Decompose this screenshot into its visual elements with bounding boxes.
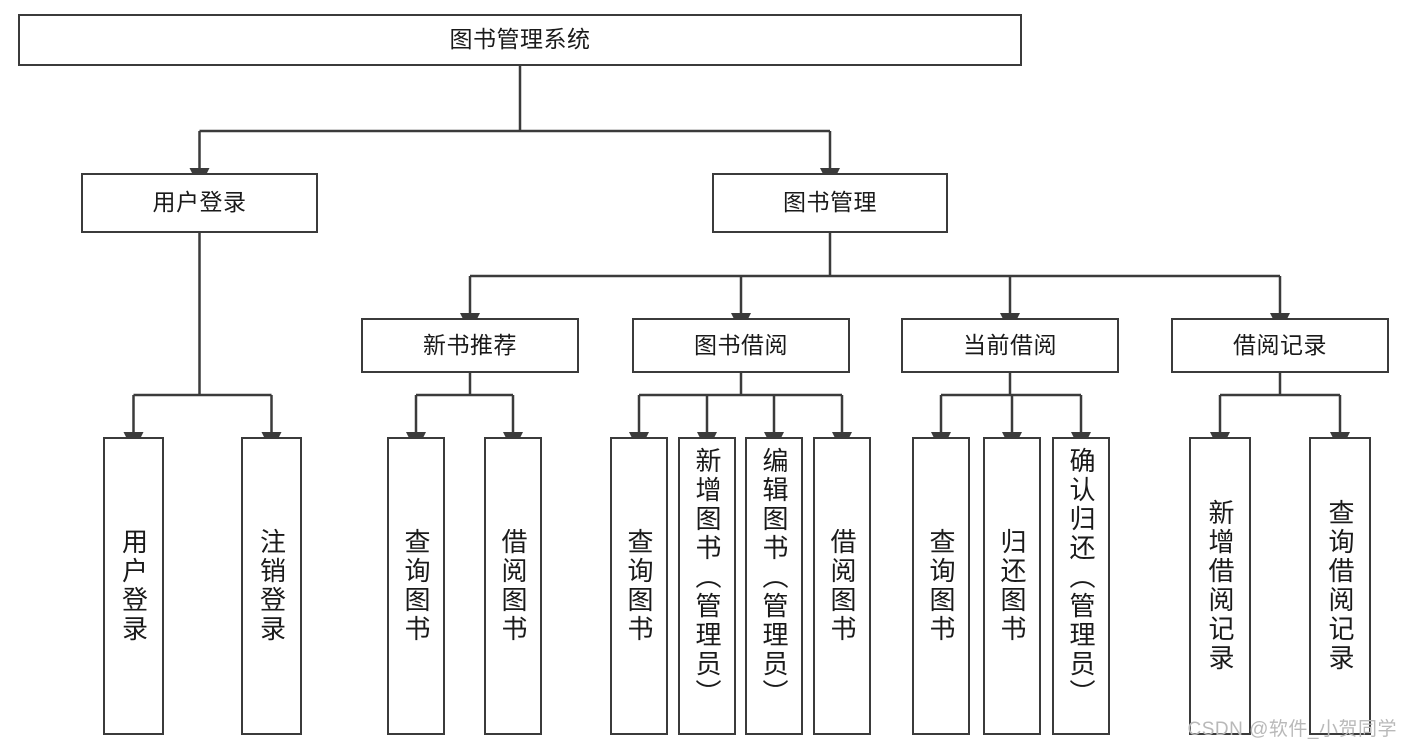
node-label: 用户登录 <box>152 189 247 216</box>
node-leaf-query-book-2[interactable]: 查询图书 <box>610 437 668 735</box>
node-label: 图书管理系统 <box>449 26 591 53</box>
node-label: 图书借阅 <box>694 331 788 358</box>
node-label: 查询图书 <box>401 528 431 644</box>
node-leaf-query-borrow-record[interactable]: 查询借阅记录 <box>1309 437 1371 735</box>
node-leaf-logout[interactable]: 注销登录 <box>241 437 302 735</box>
node-label: 查询图书 <box>624 528 654 644</box>
node-leaf-borrow-book-1[interactable]: 借阅图书 <box>484 437 542 735</box>
node-label: 新增图书（管理员） <box>692 447 722 708</box>
node-label: 图书管理 <box>783 189 877 216</box>
node-leaf-add-book-admin[interactable]: 新增图书（管理员） <box>678 437 736 735</box>
node-leaf-confirm-return-admin[interactable]: 确认归还（管理员） <box>1052 437 1110 735</box>
watermark: CSDN @软件_小贺同学 <box>1187 719 1397 740</box>
node-label: 新书推荐 <box>423 331 517 358</box>
node-leaf-query-book-1[interactable]: 查询图书 <box>387 437 445 735</box>
node-book-borrow[interactable]: 图书借阅 <box>632 318 850 373</box>
node-leaf-edit-book-admin[interactable]: 编辑图书（管理员） <box>745 437 803 735</box>
node-borrow-record[interactable]: 借阅记录 <box>1171 318 1389 373</box>
node-label: 新增借阅记录 <box>1205 499 1235 673</box>
node-user-login[interactable]: 用户登录 <box>81 173 318 233</box>
node-label: 借阅记录 <box>1233 331 1327 358</box>
node-current-borrow[interactable]: 当前借阅 <box>901 318 1119 373</box>
node-label: 当前借阅 <box>963 331 1057 358</box>
node-leaf-query-book-3[interactable]: 查询图书 <box>912 437 970 735</box>
node-label: 借阅图书 <box>498 528 528 644</box>
node-label: 借阅图书 <box>827 528 857 644</box>
node-label: 查询图书 <box>926 528 956 644</box>
node-book-manage[interactable]: 图书管理 <box>712 173 948 233</box>
node-label: 用户登录 <box>118 528 149 644</box>
node-label: 确认归还（管理员） <box>1066 447 1096 708</box>
node-label: 归还图书 <box>997 528 1027 644</box>
node-leaf-add-borrow-record[interactable]: 新增借阅记录 <box>1189 437 1251 735</box>
node-leaf-return-book[interactable]: 归还图书 <box>983 437 1041 735</box>
node-label: 编辑图书（管理员） <box>759 447 789 708</box>
node-label: 注销登录 <box>256 528 287 644</box>
node-root[interactable]: 图书管理系统 <box>18 14 1022 66</box>
node-leaf-borrow-book-2[interactable]: 借阅图书 <box>813 437 871 735</box>
node-leaf-user-login[interactable]: 用户登录 <box>103 437 164 735</box>
node-label: 查询借阅记录 <box>1325 499 1355 673</box>
node-new-book-rec[interactable]: 新书推荐 <box>361 318 579 373</box>
